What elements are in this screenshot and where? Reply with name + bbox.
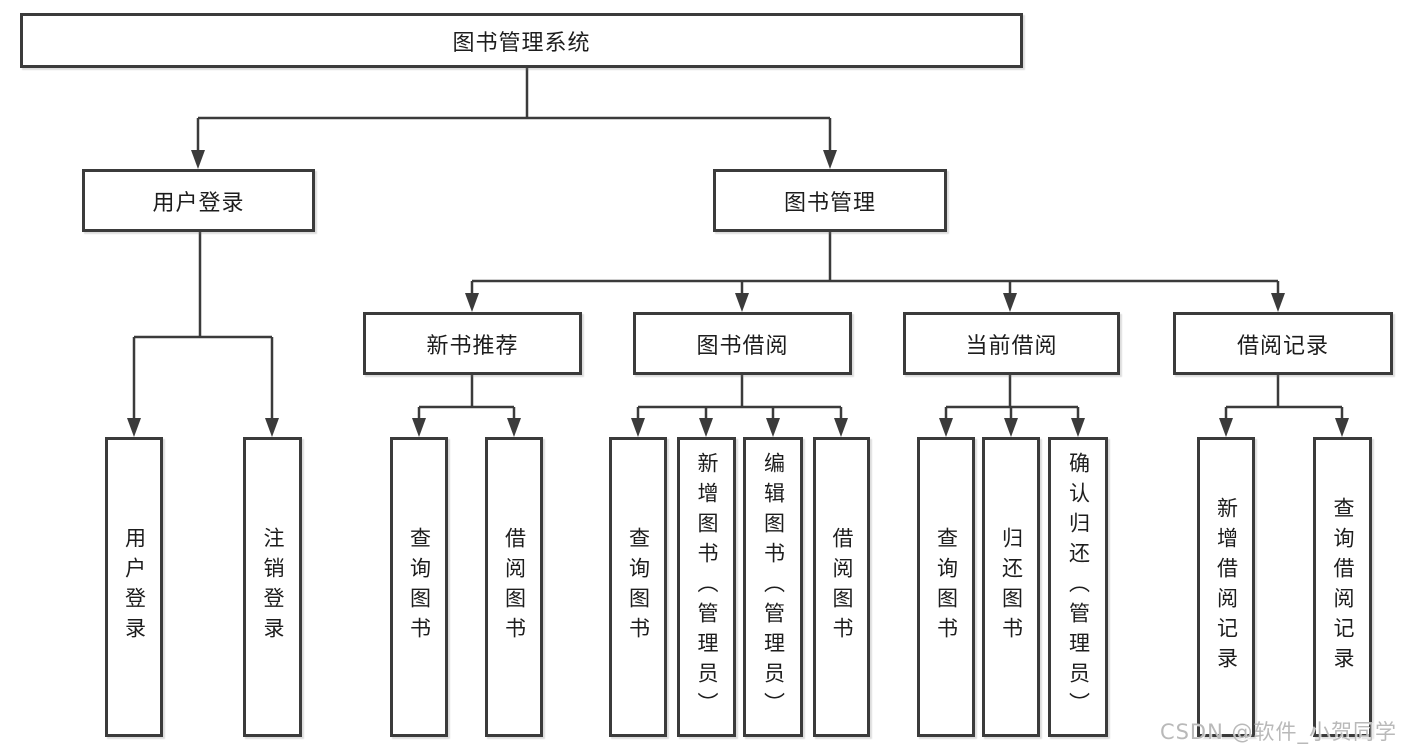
node-borrow-records-label: 借阅记录 [1236, 333, 1329, 359]
leaf-borrow-books-label: 借阅图书 [830, 527, 854, 647]
node-current-borrow-label: 当前借阅 [965, 333, 1058, 359]
leaf-query-borrow-record: 查询借阅记录 [1313, 437, 1372, 737]
leaf-user-login: 用户登录 [105, 437, 163, 737]
leaf-confirm-return-admin: 确认归还（管理员） [1048, 437, 1108, 737]
node-user-login-label: 用户登录 [152, 190, 245, 216]
watermark-text: CSDN @软件_小贺同学 [1159, 720, 1397, 744]
leaf-add-borrow-record-label: 新增借阅记录 [1214, 497, 1239, 677]
leaf-user-login-label: 用户登录 [122, 527, 147, 647]
leaf-query-books-borrow: 查询图书 [609, 437, 667, 737]
node-borrow-records: 借阅记录 [1173, 312, 1393, 375]
leaf-confirm-return-admin-label: 确认归还（管理员） [1066, 452, 1091, 722]
leaf-query-books-recommend: 查询图书 [390, 437, 448, 737]
leaf-edit-book-admin: 编辑图书（管理员） [743, 437, 803, 737]
node-book-borrow-label: 图书借阅 [696, 333, 789, 359]
node-current-borrow: 当前借阅 [903, 312, 1120, 375]
leaf-add-borrow-record: 新增借阅记录 [1197, 437, 1255, 737]
leaf-query-books-current-label: 查询图书 [934, 527, 959, 647]
arrowheads [127, 150, 1349, 437]
node-book-management-label: 图书管理 [783, 190, 876, 216]
node-book-management: 图书管理 [713, 169, 947, 232]
node-root-label: 图书管理系统 [452, 30, 591, 56]
leaf-borrow-books: 借阅图书 [813, 437, 870, 737]
leaf-borrow-books-recommend-label: 借阅图书 [502, 527, 527, 647]
node-user-login: 用户登录 [82, 169, 315, 232]
leaf-query-books-borrow-label: 查询图书 [626, 527, 651, 647]
leaf-query-books-recommend-label: 查询图书 [407, 527, 432, 647]
node-book-borrow: 图书借阅 [633, 312, 852, 375]
leaf-add-book-admin: 新增图书（管理员） [677, 437, 736, 737]
leaf-logout-label: 注销登录 [261, 527, 285, 647]
node-new-book-recommend-label: 新书推荐 [426, 333, 519, 359]
leaf-return-book-label: 归还图书 [999, 527, 1024, 647]
leaf-logout: 注销登录 [243, 437, 302, 737]
leaf-add-book-admin-label: 新增图书（管理员） [695, 452, 719, 722]
leaf-borrow-books-recommend: 借阅图书 [485, 437, 543, 737]
leaf-query-books-current: 查询图书 [917, 437, 975, 737]
leaf-edit-book-admin-label: 编辑图书（管理员） [761, 452, 786, 722]
leaf-query-borrow-record-label: 查询借阅记录 [1331, 497, 1355, 677]
node-root-system: 图书管理系统 [20, 13, 1023, 68]
leaf-return-book: 归还图书 [982, 437, 1040, 737]
node-new-book-recommend: 新书推荐 [363, 312, 582, 375]
